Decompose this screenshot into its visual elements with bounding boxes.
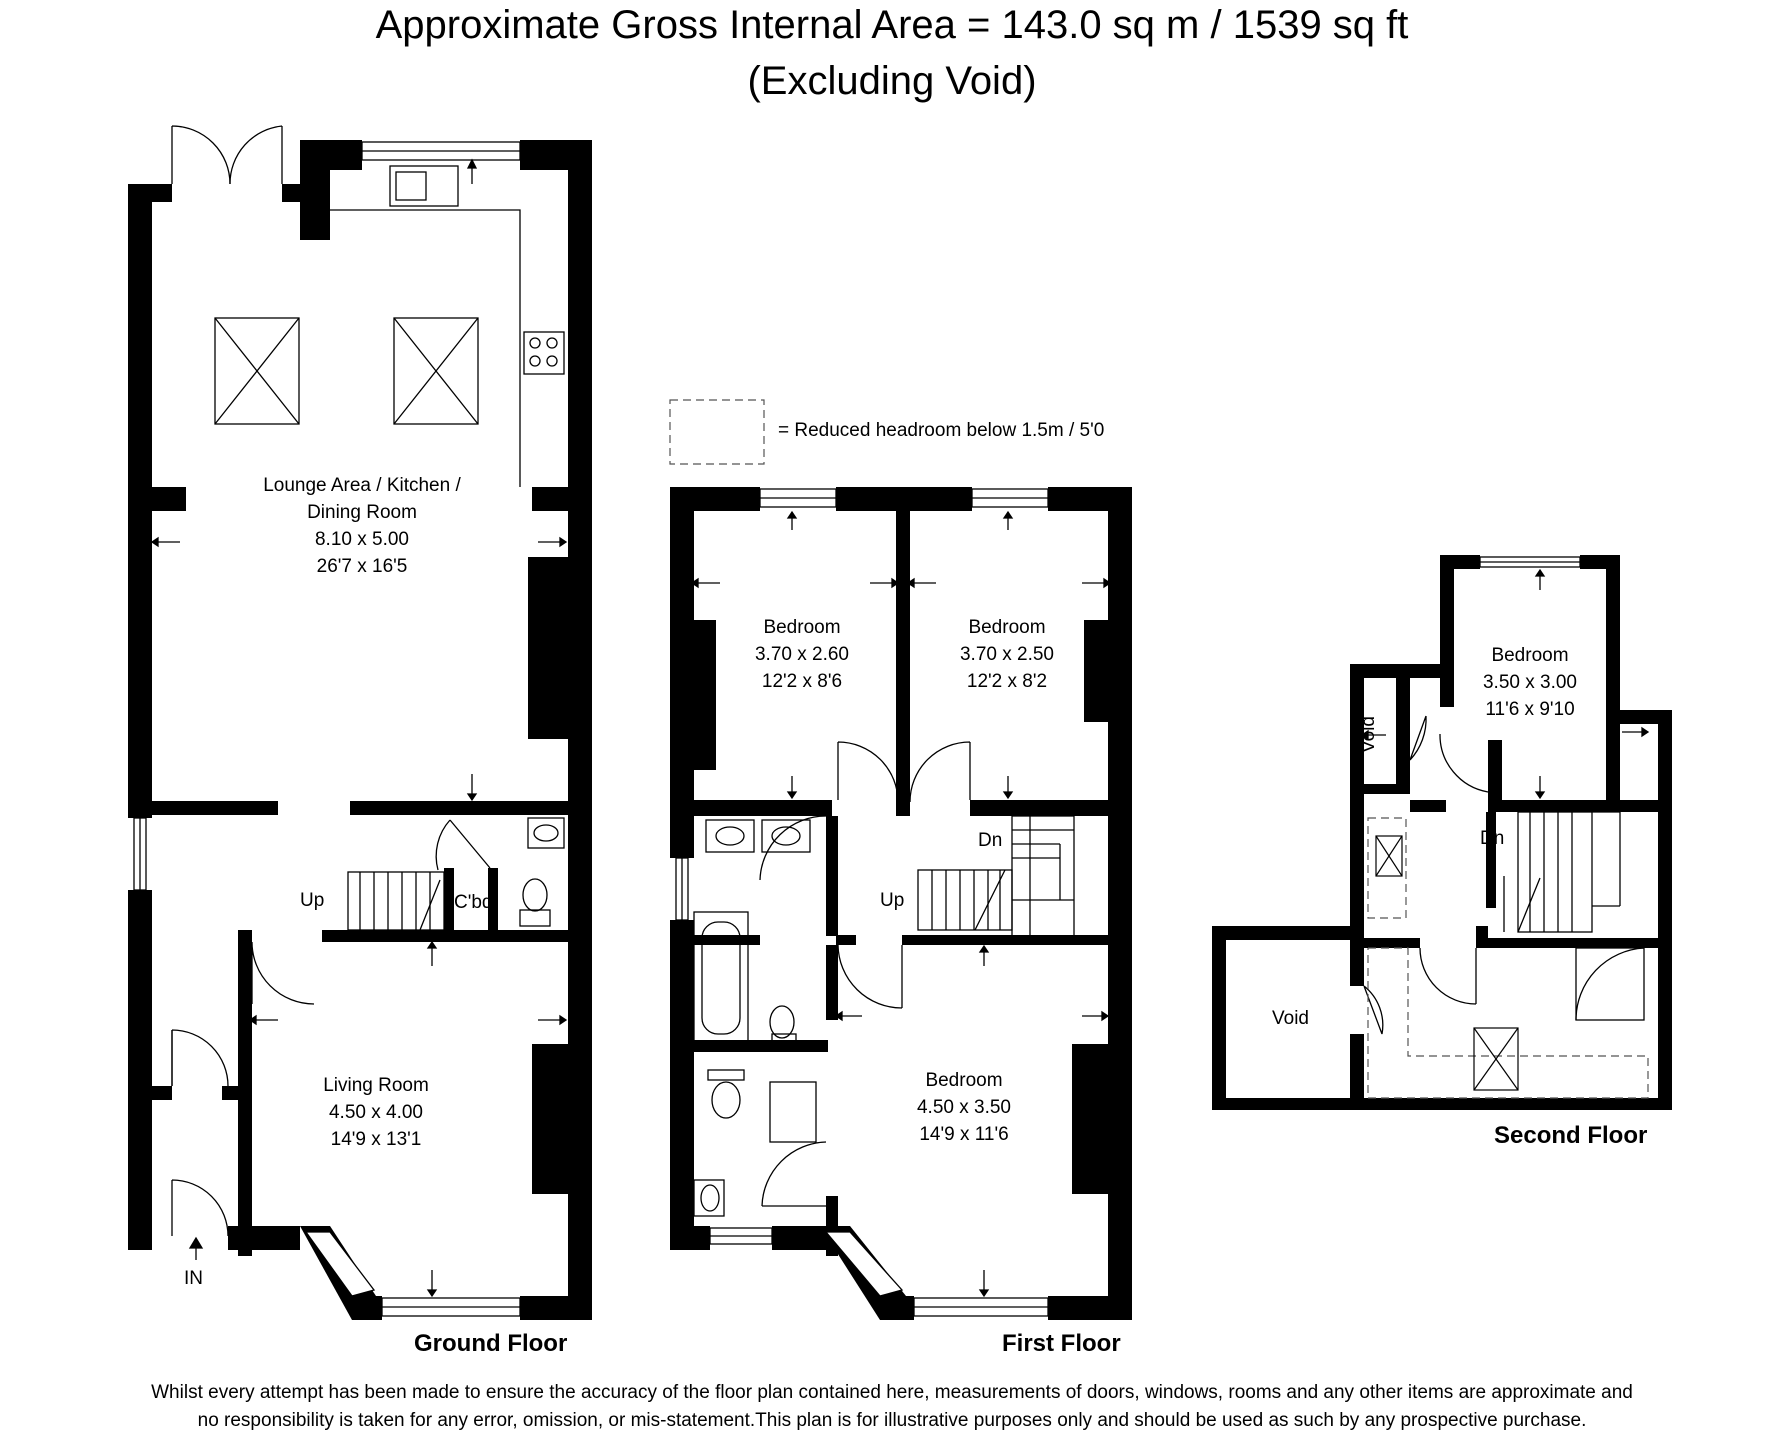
room-imperial: 26'7 x 16'5 <box>316 556 408 577</box>
room-imperial: 14'9 x 13'1 <box>330 1129 422 1150</box>
room-name: Bedroom <box>1491 645 1569 666</box>
disclaimer-line1: Whilst every attempt has been made to en… <box>151 1382 1633 1403</box>
room-bedroom-first-left: Bedroom 3.70 x 2.60 12'2 x 8'6 <box>712 614 892 695</box>
first-floor-walls <box>670 487 1132 1320</box>
stairs-up-label-first: Up <box>880 890 905 911</box>
first-floor-label: First Floor <box>1002 1330 1121 1357</box>
room-metric: 3.50 x 3.00 <box>1482 672 1578 693</box>
disclaimer-line2: no responsibility is taken for any error… <box>197 1410 1587 1431</box>
room-name-line1: Lounge Area / Kitchen / <box>263 475 461 496</box>
stairs-up-label: Up <box>300 890 325 911</box>
void-small-label: Void <box>1358 716 1379 753</box>
legend-text: = Reduced headroom below 1.5m / 5'0 <box>778 420 1105 441</box>
room-imperial: 14'9 x 11'6 <box>919 1124 1009 1145</box>
second-floor-label: Second Floor <box>1494 1122 1648 1149</box>
room-living-room: Living Room 4.50 x 4.00 14'9 x 13'1 <box>276 1072 476 1153</box>
room-name: Living Room <box>323 1075 429 1096</box>
room-metric: 3.70 x 2.60 <box>754 644 850 665</box>
stairs-down-label-second: Dn <box>1480 828 1505 849</box>
room-bedroom-first-right: Bedroom 3.70 x 2.50 12'2 x 8'2 <box>917 614 1097 695</box>
ground-floor-walls <box>128 140 592 1320</box>
room-imperial: 12'2 x 8'2 <box>966 671 1048 692</box>
room-name: Bedroom <box>968 617 1046 638</box>
room-name-line2: Dining Room <box>307 502 417 523</box>
stairs-down-label-first: Dn <box>978 830 1003 851</box>
room-imperial: 12'2 x 8'6 <box>761 671 843 692</box>
room-metric: 3.70 x 2.50 <box>959 644 1055 665</box>
room-lounge-kitchen-dining: Lounge Area / Kitchen / Dining Room 8.10… <box>212 472 512 580</box>
room-name: Bedroom <box>925 1070 1003 1091</box>
room-metric: 8.10 x 5.00 <box>314 529 410 550</box>
entrance-label: IN <box>184 1268 203 1289</box>
room-imperial: 11'6 x 9'10 <box>1485 699 1575 720</box>
second-floor-walls <box>1212 555 1672 1110</box>
area-title: Approximate Gross Internal Area = 143.0 … <box>375 3 1409 47</box>
void-large-label: Void <box>1272 1008 1309 1029</box>
room-bedroom-first-front: Bedroom 4.50 x 3.50 14'9 x 11'6 <box>874 1067 1054 1148</box>
cupboard-label: C'bd <box>454 892 493 913</box>
room-name: Bedroom <box>763 617 841 638</box>
ground-floor-label: Ground Floor <box>414 1330 568 1357</box>
legend-dashed-box <box>669 399 765 465</box>
room-bedroom-second: Bedroom 3.50 x 3.00 11'6 x 9'10 <box>1440 642 1620 723</box>
room-metric: 4.50 x 3.50 <box>916 1097 1012 1118</box>
area-subtitle: (Excluding Void) <box>747 59 1037 103</box>
room-metric: 4.50 x 4.00 <box>328 1102 424 1123</box>
